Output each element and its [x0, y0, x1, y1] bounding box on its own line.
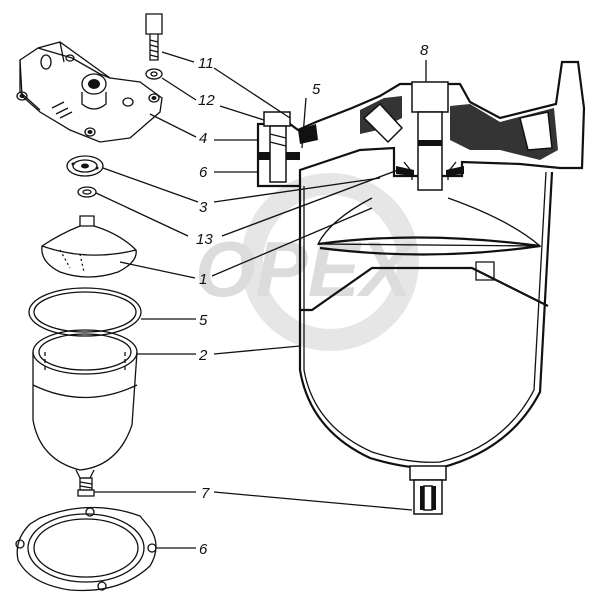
lock-washer-part — [145, 68, 163, 80]
callout-5-left: 5 — [199, 312, 208, 329]
callout-3: 3 — [199, 199, 208, 216]
filter-bowl-part — [32, 329, 138, 479]
callout-4: 4 — [199, 130, 207, 147]
gasket-part — [15, 506, 157, 592]
callout-8: 8 — [420, 42, 429, 59]
callout-1: 1 — [199, 271, 207, 288]
callout-6-top: 6 — [199, 164, 208, 181]
callout-13: 13 — [196, 231, 213, 248]
callouts: 11 12 4 6 3 13 1 5 2 7 6 8 5 — [196, 42, 429, 558]
cover-part — [16, 41, 163, 143]
callout-2: 2 — [198, 347, 208, 364]
leader-lines — [94, 51, 427, 549]
callout-6-bottom: 6 — [199, 541, 208, 558]
callout-7: 7 — [201, 485, 210, 502]
watermark: OPEX — [195, 173, 419, 351]
o-ring-part — [28, 287, 142, 337]
bolt-part — [145, 13, 163, 61]
callout-12: 12 — [198, 92, 215, 109]
callout-11: 11 — [198, 55, 214, 72]
reflector-cone-part — [41, 215, 137, 278]
callout-5-top: 5 — [312, 81, 321, 98]
seal-disc-part — [66, 155, 104, 177]
washer-part — [77, 186, 97, 198]
watermark-gear-icon — [241, 173, 419, 351]
drain-plug-part — [77, 477, 95, 497]
